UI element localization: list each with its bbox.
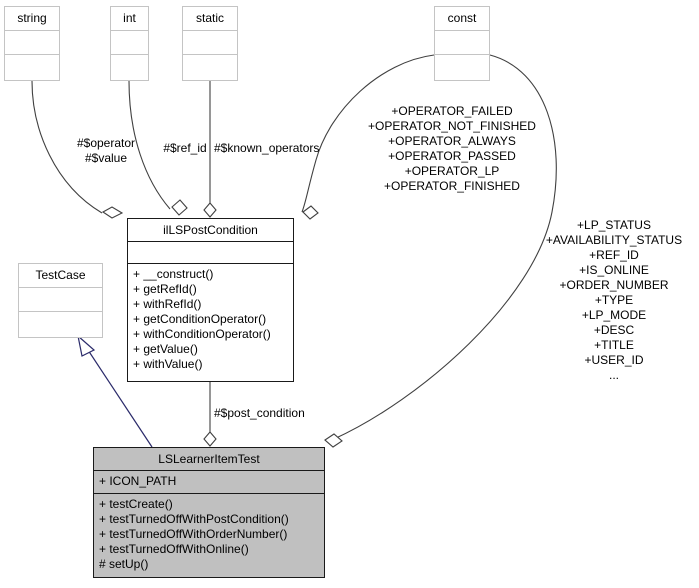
edge-label-line: +IS_ONLINE [579, 263, 649, 277]
diamond-const-learneritem-edge [324, 433, 343, 448]
edge-label-line: #$ref_id [163, 141, 207, 155]
edge-label-line: +DESC [593, 323, 635, 337]
edge-label-const-to-learneritemtest: +LP_STATUS +AVAILABILITY_STATUS +REF_ID … [534, 218, 694, 383]
operation-row: + testTurnedOffWithOnline() [99, 542, 249, 556]
class-title-LSLearnerItemTest: LSLearnerItemTest [94, 448, 324, 471]
edge-label-line: +OPERATOR_LP [404, 164, 500, 178]
type-box-string-attrs [5, 31, 59, 55]
operation-row: + withRefId() [133, 297, 202, 311]
edge-inheritance-learneritemtest-to-testcase [77, 334, 153, 448]
operation-row: + getRefId() [133, 282, 197, 296]
class-attributes-LSLearnerItemTest: + ICON_PATH [94, 471, 324, 494]
diamond-int-edge [171, 199, 188, 216]
operation-row: + __construct() [133, 267, 214, 281]
operation-row: + testTurnedOffWithOrderNumber() [99, 527, 288, 541]
type-box-static-ops [183, 55, 237, 79]
operation-row: + getValue() [133, 342, 198, 356]
type-box-string[interactable]: string [4, 6, 60, 81]
type-box-testcase[interactable]: TestCase [18, 263, 103, 338]
edge-label-line: +OPERATOR_PASSED [388, 149, 516, 163]
type-box-const-ops [435, 55, 489, 79]
type-box-int-title: int [111, 7, 148, 31]
operation-row: + withConditionOperator() [133, 327, 271, 341]
edge-label-line: +AVAILABILITY_STATUS [545, 233, 683, 247]
class-operations-LSLearnerItemTest: + testCreate() + testTurnedOffWithPostCo… [94, 494, 324, 576]
type-box-int-ops [111, 55, 148, 79]
edge-label-line: +ORDER_NUMBER [559, 278, 669, 292]
edge-int-to-postcondition [128, 80, 171, 210]
type-box-testcase-ops [19, 312, 102, 336]
type-box-int-attrs [111, 31, 148, 55]
type-box-static[interactable]: static [182, 6, 238, 81]
diamond-string-edge [101, 206, 124, 219]
type-box-testcase-title: TestCase [19, 264, 102, 288]
edge-const-to-postcondition [301, 54, 435, 213]
type-box-static-title: static [183, 7, 237, 31]
edge-label-line: +OPERATOR_FAILED [391, 104, 513, 118]
type-box-const[interactable]: const [434, 6, 490, 81]
edge-label-const-to-postcondition: +OPERATOR_FAILED +OPERATOR_NOT_FINISHED … [355, 104, 549, 194]
operation-row: + withValue() [133, 357, 203, 371]
edge-label-int-to-postcondition: #$ref_id [157, 141, 213, 156]
class-box-ilLSPostCondition[interactable]: ilLSPostCondition + __construct() + getR… [127, 218, 294, 382]
edge-label-static-to-postcondition: #$known_operators [214, 141, 330, 156]
edge-label-line: +OPERATOR_FINISHED [384, 179, 520, 193]
edge-label-line: +LP_MODE [581, 308, 647, 322]
type-box-const-title: const [435, 7, 489, 31]
edge-label-line: +OPERATOR_ALWAYS [388, 134, 516, 148]
edge-label-line: +TYPE [594, 293, 634, 307]
edge-label-line: +OPERATOR_NOT_FINISHED [368, 119, 536, 133]
type-box-string-ops [5, 55, 59, 79]
edge-label-line: #$value [84, 151, 128, 165]
class-operations-ilLSPostCondition: + __construct() + getRefId() + withRefId… [128, 264, 293, 376]
edge-label-line: +LP_STATUS [577, 218, 651, 232]
operation-row: + getConditionOperator() [133, 312, 267, 326]
class-title-ilLSPostCondition: ilLSPostCondition [128, 219, 293, 242]
edge-label-postcondition-to-learneritemtest: #$post_condition [214, 406, 324, 421]
type-box-static-attrs [183, 31, 237, 55]
class-box-LSLearnerItemTest[interactable]: LSLearnerItemTest + ICON_PATH + testCrea… [93, 447, 325, 578]
edge-label-line: #$known_operators [214, 141, 320, 155]
diamond-const-postcondition-edge [302, 205, 319, 220]
attribute-row: + ICON_PATH [99, 474, 177, 488]
operation-row: # setUp() [99, 557, 149, 571]
class-attributes-ilLSPostCondition [128, 242, 293, 264]
operation-row: + testCreate() [99, 497, 173, 511]
edge-label-line: +TITLE [594, 338, 634, 352]
type-box-string-title: string [5, 7, 59, 31]
type-box-testcase-attrs [19, 288, 102, 312]
edge-label-line: ... [608, 368, 619, 382]
edge-label-line: +USER_ID [584, 353, 644, 367]
edge-label-line: #$post_condition [214, 406, 305, 420]
type-box-int[interactable]: int [110, 6, 149, 81]
diamond-static-edge [203, 202, 217, 218]
edge-string-to-postcondition [31, 80, 103, 214]
operation-row: + testTurnedOffWithPostCondition() [99, 512, 289, 526]
type-box-const-attrs [435, 31, 489, 55]
edge-label-line: #$operator [76, 136, 136, 150]
edge-label-string-to-postcondition: #$operator #$value [58, 136, 154, 166]
diamond-postcondition-learneritem-edge [203, 431, 217, 447]
edge-label-line: +REF_ID [589, 248, 639, 262]
edge-const-to-learneritemtest [333, 54, 557, 440]
